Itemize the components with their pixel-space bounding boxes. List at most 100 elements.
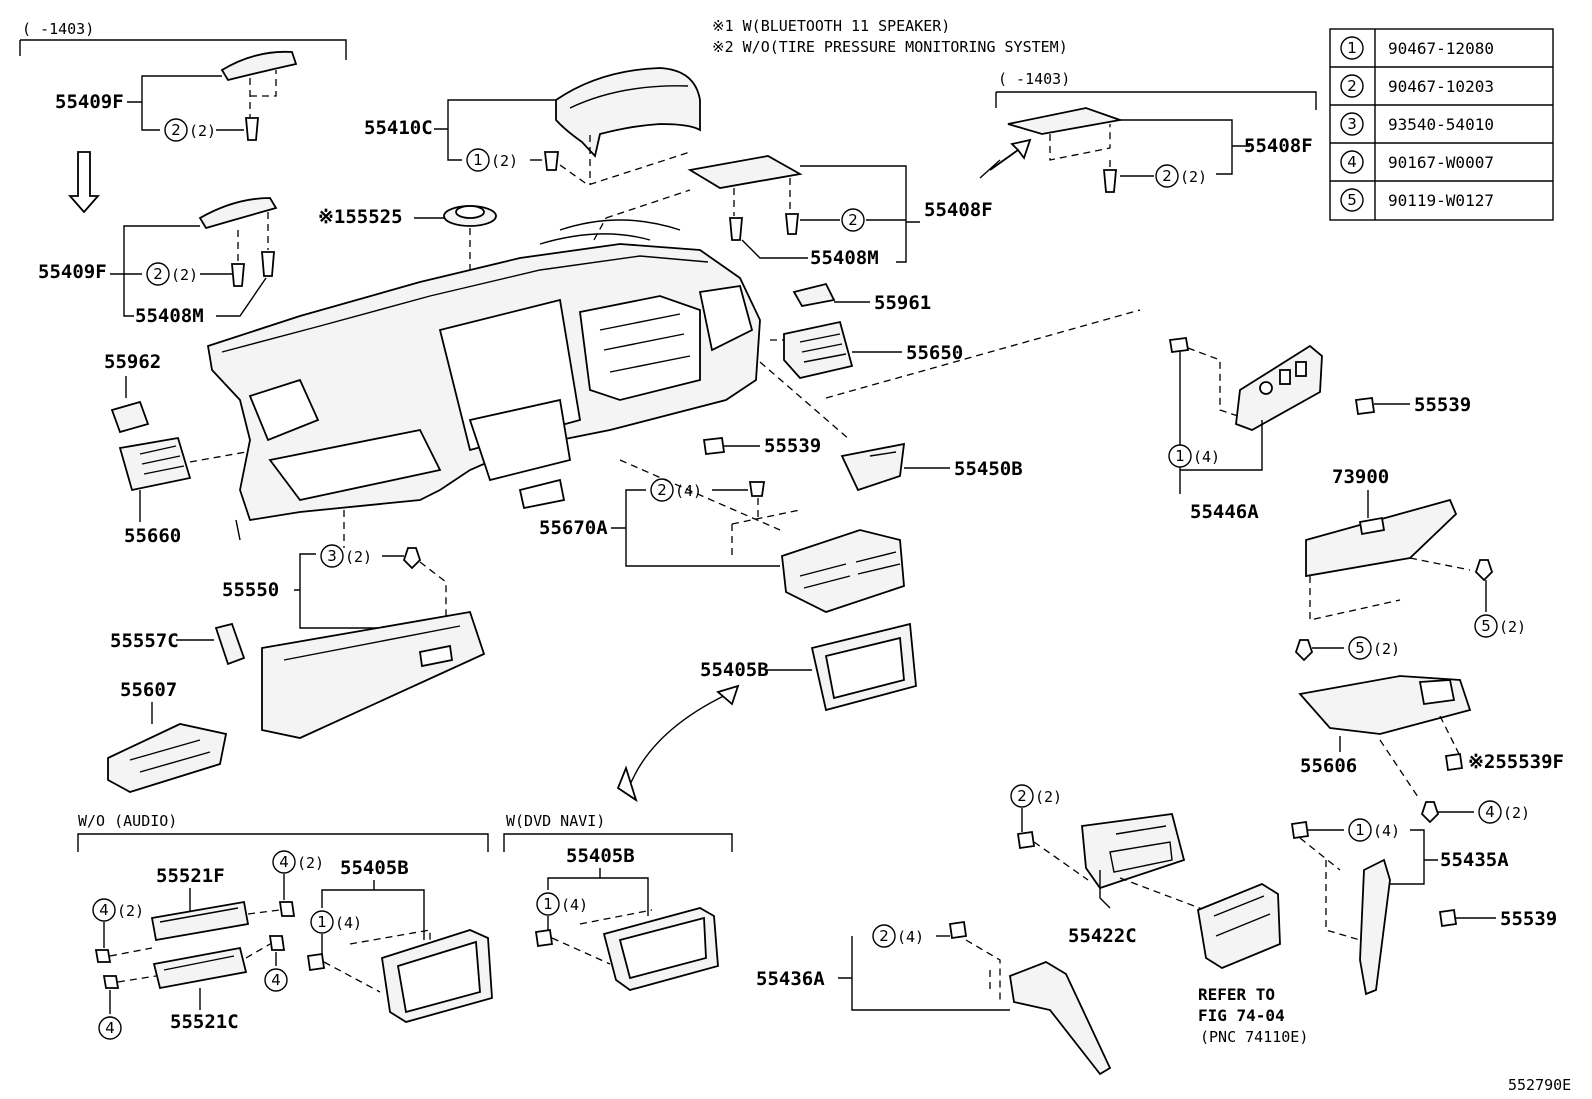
label-55446A: 55446A <box>1190 501 1259 523</box>
clip-icon <box>948 920 968 940</box>
clip-icon <box>748 481 766 497</box>
table-part-3: 93540-54010 <box>1388 115 1494 134</box>
qty-4: (4) <box>1193 448 1220 466</box>
fastener-ref-2: 2 <box>1017 787 1027 805</box>
qty-4: (4) <box>1373 822 1400 840</box>
label-55539F: ※255539F <box>1468 751 1564 773</box>
label-55422C: 55422C <box>1068 925 1137 947</box>
clip-icon <box>306 952 326 972</box>
fastener-ref-2: 2 <box>1162 167 1172 185</box>
label-55436A: 55436A <box>756 968 825 990</box>
screw-icon <box>402 547 422 570</box>
table-num-3: 3 <box>1347 115 1357 133</box>
vent-55660 <box>118 436 192 492</box>
qty-4: (4) <box>897 928 924 946</box>
fastener-ref-5: 5 <box>1355 639 1365 657</box>
label-55408M-mid: 55408M <box>810 247 879 269</box>
section-wo-audio: W/O (AUDIO) <box>78 812 177 830</box>
label-55409F-b: 55409F <box>38 261 107 283</box>
fastener-ref-2: 2 <box>848 211 858 229</box>
qty-2: (2) <box>1373 640 1400 658</box>
table-part-4: 90167-W0007 <box>1388 153 1494 172</box>
label-55410C: 55410C <box>364 117 433 139</box>
qty-2: (2) <box>1503 804 1530 822</box>
fastener-ref-1: 1 <box>473 151 483 169</box>
refer-line-2: FIG 74-04 <box>1198 1006 1285 1025</box>
cover-55409F-lower <box>198 197 278 230</box>
glove-box-55550 <box>261 610 486 739</box>
clip-icon <box>1016 830 1036 850</box>
bracket-55521C <box>152 946 248 990</box>
label-55557C: 55557C <box>110 630 179 652</box>
label-55539-mid: 55539 <box>764 435 821 457</box>
clip-55539 <box>702 437 726 455</box>
screw-icon <box>102 975 120 989</box>
label-55405B-mid: 55405B <box>700 659 769 681</box>
screw-icon <box>1420 801 1440 824</box>
note-bluetooth: ※1 W(BLUETOOTH 11 SPEAKER) <box>712 17 950 35</box>
label-55539-low: 55539 <box>1500 908 1557 930</box>
table-num-1: 1 <box>1347 39 1357 57</box>
fastener-ref-2: 2 <box>153 265 163 283</box>
qty-2: (2) <box>345 548 372 566</box>
label-55405B-dvd: 55405B <box>566 845 635 867</box>
qty-4: (4) <box>335 914 362 932</box>
clip-icon <box>261 251 275 277</box>
label-55408F-mid: 55408F <box>924 199 993 221</box>
label-55670A: 55670A <box>539 517 608 539</box>
fastener-ref-4: 4 <box>1485 803 1495 821</box>
label-55405B-audio: 55405B <box>340 857 409 879</box>
table-part-5: 90119-W0127 <box>1388 191 1494 210</box>
clip-icon <box>785 213 799 235</box>
qty-2: (2) <box>171 266 198 284</box>
fastener-ref-2: 2 <box>657 481 667 499</box>
clip-55539 <box>1354 396 1376 416</box>
label-55961: 55961 <box>874 292 931 314</box>
fastener-ref-4: 4 <box>271 971 281 989</box>
qty-2: (2) <box>1499 618 1526 636</box>
note-tpms: ※2 W/O(TIRE PRESSURE MONITORING SYSTEM) <box>712 38 1068 56</box>
table-num-2: 2 <box>1347 77 1357 95</box>
figure-id: 552790E <box>1508 1076 1571 1094</box>
date-range-left: ( -1403) <box>22 20 94 38</box>
panel-55422C <box>1081 813 1186 890</box>
cover-55409F-top <box>220 50 298 82</box>
qty-2: (2) <box>189 122 216 140</box>
label-55525: ※155525 <box>318 206 403 228</box>
qty-2: (2) <box>297 854 324 872</box>
table-num-4: 4 <box>1347 153 1357 171</box>
label-55606: 55606 <box>1300 755 1357 777</box>
label-73900: 73900 <box>1332 466 1389 488</box>
center-vent-55670A <box>781 529 905 613</box>
fastener-ref-1: 1 <box>1355 821 1365 839</box>
table-num-5: 5 <box>1347 191 1357 209</box>
fastener-ref-4: 4 <box>99 901 109 919</box>
cover-55408F-mid <box>687 155 803 189</box>
table-part-2: 90467-10203 <box>1388 77 1494 96</box>
clip-icon <box>1103 169 1117 193</box>
label-55521F: 55521F <box>156 865 225 887</box>
qty-2: (2) <box>1180 168 1207 186</box>
label-55550: 55550 <box>222 579 279 601</box>
screw-icon <box>94 949 112 963</box>
label-55408M-a: 55408M <box>135 305 204 327</box>
fastener-ref-4: 4 <box>279 853 289 871</box>
cover-73900 <box>1305 498 1458 578</box>
label-55450B: 55450B <box>954 458 1023 480</box>
bracket-55521F <box>150 900 250 942</box>
instrument-panel-assembly <box>206 219 761 541</box>
tray-55450B <box>840 442 906 492</box>
date-range-right: ( -1403) <box>998 70 1070 88</box>
vent-bezel-55962 <box>110 400 150 434</box>
label-55650: 55650 <box>906 342 963 364</box>
qty-2: (2) <box>491 152 518 170</box>
section-w-dvd: W(DVD NAVI) <box>506 812 605 830</box>
refer-line-3: (PNC 74110E) <box>1200 1028 1308 1046</box>
label-55409F-a: 55409F <box>55 91 124 113</box>
lower-panel-55607 <box>107 723 228 793</box>
label-55408F-right: 55408F <box>1244 135 1313 157</box>
clip-icon <box>534 928 554 948</box>
label-55539-right: 55539 <box>1414 394 1471 416</box>
label-55607: 55607 <box>120 679 177 701</box>
vent-55650 <box>783 320 854 379</box>
